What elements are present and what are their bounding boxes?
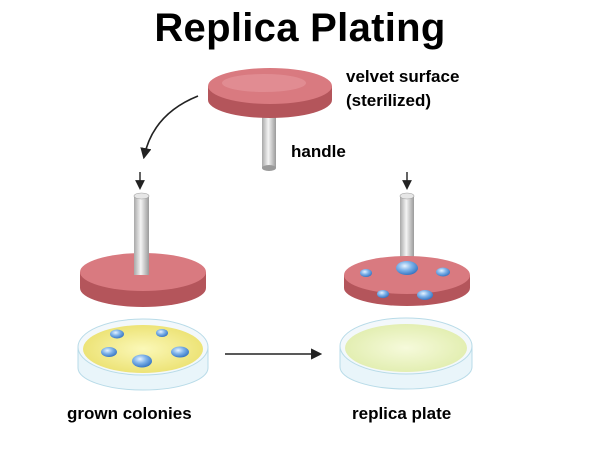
left-handle-end [133, 192, 150, 200]
colony [417, 290, 433, 300]
left-velvet-stamp [80, 192, 206, 307]
top-handle [262, 110, 276, 168]
diagram-title: Replica Plating [154, 6, 446, 50]
sterilized-label: (sterilized) [346, 91, 432, 110]
top-handle-end [262, 165, 276, 171]
colony [110, 329, 124, 339]
replica-plate-dish [339, 317, 473, 390]
left-handle [134, 195, 149, 275]
colony [436, 267, 450, 277]
right-velvet-stamp [344, 192, 470, 306]
replica-agar [345, 324, 467, 372]
colony [377, 290, 389, 298]
colony [360, 269, 372, 277]
handle-label: handle [291, 142, 346, 161]
grown-colonies-dish [77, 318, 209, 391]
colony [101, 347, 117, 357]
right-handle-end [399, 192, 415, 200]
colony [156, 329, 168, 337]
curved-arrow [140, 95, 199, 160]
colony [132, 354, 152, 368]
colony [396, 261, 418, 275]
colony [171, 346, 189, 358]
replica-plate-label: replica plate [352, 404, 452, 423]
right-handle [400, 195, 414, 265]
top-velvet-highlight [222, 74, 306, 92]
grown-colonies-label: grown colonies [67, 404, 192, 423]
top-velvet-stamp [208, 68, 332, 171]
velvet-surface-label: velvet surface [346, 67, 460, 86]
